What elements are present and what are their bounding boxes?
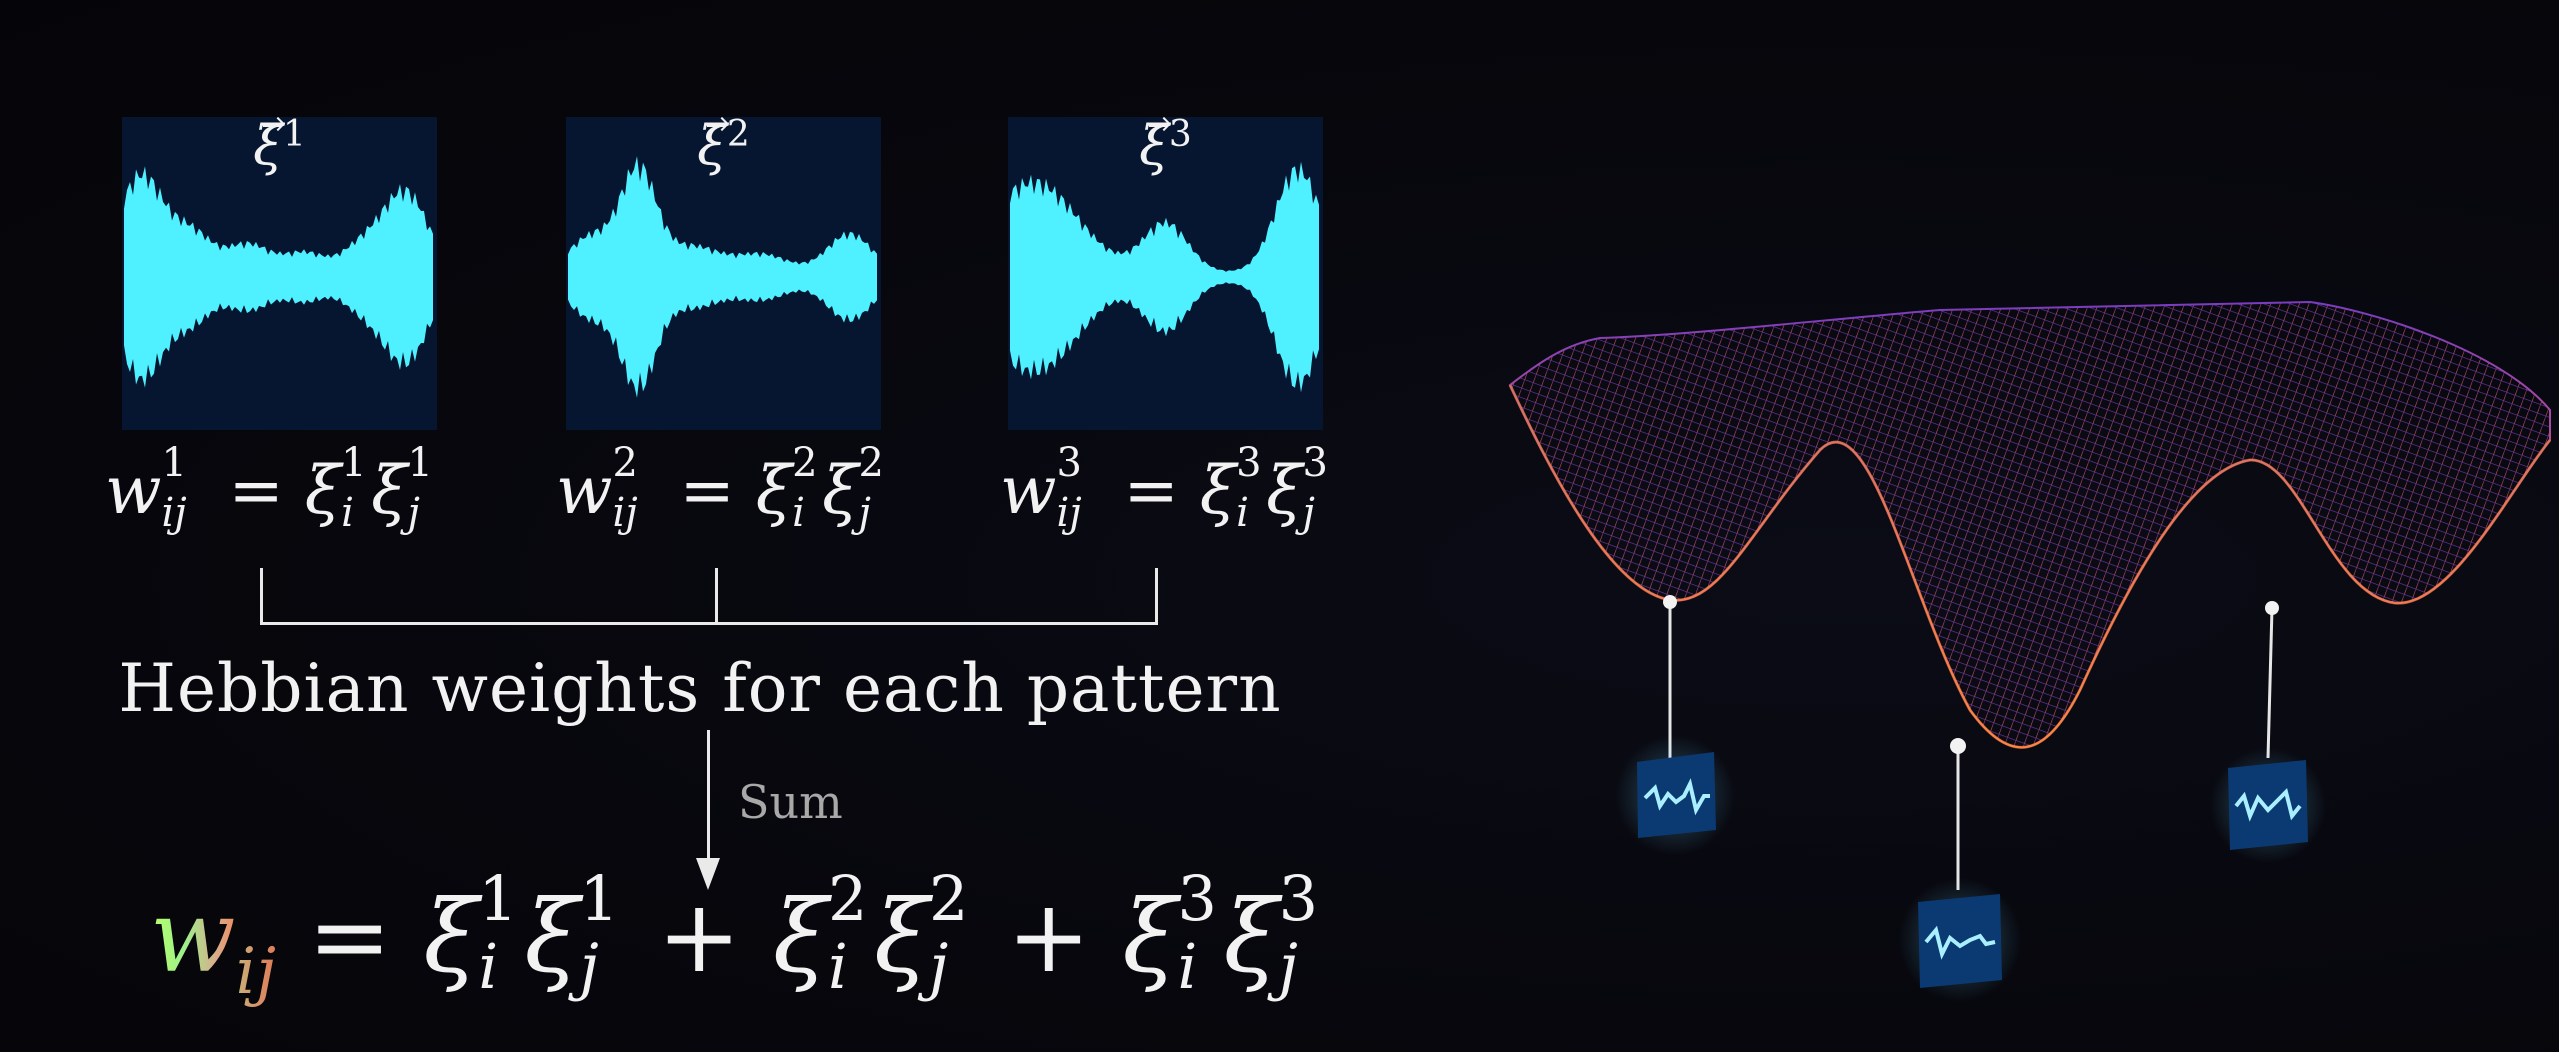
pattern-1-panel: ξ1 [122, 117, 437, 430]
minimum-3-ball [2265, 601, 2279, 615]
hebbian-caption: Hebbian weights for each pattern [118, 650, 1282, 727]
pattern-3-waveform [1010, 161, 1319, 393]
pattern-1-label: ξ1 [253, 114, 306, 177]
landscape-mesh [1508, 300, 2551, 749]
memory-card-2 [1898, 878, 2022, 1002]
pattern-2-waveform [568, 156, 877, 398]
bracket-center-tick [715, 568, 718, 622]
energy-landscape [1508, 300, 2552, 1002]
pattern-3-label: ξ3 [1139, 114, 1192, 177]
total-weight-w: w [150, 878, 236, 995]
pattern-2-panel: ξ2 [566, 117, 881, 430]
grouping-bracket [260, 568, 1158, 625]
memory-card-3 [2210, 747, 2326, 863]
pattern-3-panel: ξ3 [1008, 117, 1323, 430]
minimum-1-ball [1663, 595, 1677, 609]
total-weight-subscript: ij [235, 935, 276, 1009]
pattern-1-waveform [124, 166, 433, 388]
sum-label: Sum [738, 775, 843, 829]
pattern-2-label: ξ2 [697, 114, 750, 177]
memory-card-1 [1615, 735, 1735, 855]
minimum-2-ball [1950, 738, 1966, 754]
sum-arrow [707, 730, 710, 860]
sum-arrow-head [696, 858, 720, 890]
